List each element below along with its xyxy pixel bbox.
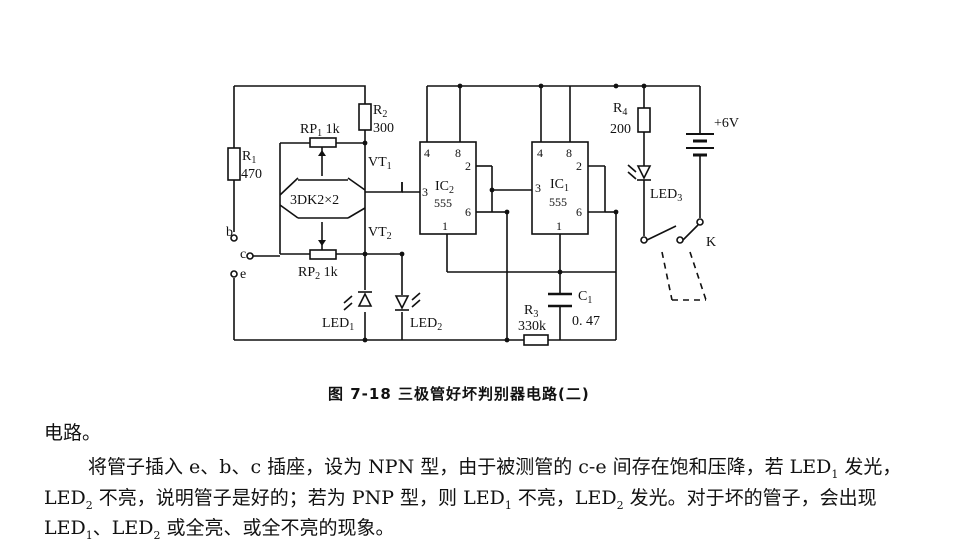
switch-k[interactable] <box>640 218 707 301</box>
label-ic1-type: 555 <box>549 195 567 209</box>
label-r2-value: 300 <box>373 121 394 136</box>
label-led1: LED1 <box>322 316 354 333</box>
label-c1-value: 0. 47 <box>572 314 600 329</box>
label-r2: R2 <box>373 103 387 120</box>
led2-symbol <box>394 292 421 311</box>
text-line-4: LED1、LED2 或全亮、或全不亮的现象。 <box>44 517 395 542</box>
label-r3-value: 330k <box>518 319 546 334</box>
label-c1: C1 <box>578 289 592 306</box>
label-transistor-pair: 3DK2×2 <box>290 193 339 208</box>
battery-symbol <box>686 133 714 157</box>
label-socket-c: c <box>240 247 246 262</box>
ic1-pin2: 2 <box>576 159 582 173</box>
label-led3: LED3 <box>650 187 682 204</box>
ic1-pin1: 1 <box>556 219 562 233</box>
ic1-box <box>531 141 589 235</box>
potentiometer-rp2 <box>309 249 337 260</box>
label-ic2: IC2 <box>435 179 454 196</box>
label-ic2-type: 555 <box>434 196 452 210</box>
socket-c[interactable] <box>246 252 254 260</box>
ic2-pin6: 6 <box>465 205 471 219</box>
label-r1-value: 470 <box>241 167 262 182</box>
label-switch-k: K <box>706 235 716 250</box>
led3-symbol <box>627 164 652 181</box>
label-rp2: RP2 1k <box>298 265 338 282</box>
ic1-pin4: 4 <box>537 146 543 160</box>
label-socket-e: e <box>240 267 246 282</box>
label-vt2: VT2 <box>368 225 392 242</box>
label-ic1: IC1 <box>550 177 569 194</box>
circuit-diagram: R1 470 R2 300 RP1 1k RP2 1k VT1 VT2 3DK2… <box>226 83 739 346</box>
ic2-pin8: 8 <box>455 146 461 160</box>
left-wiring <box>233 85 507 341</box>
label-r4-value: 200 <box>610 122 631 137</box>
ic1-pin6: 6 <box>576 205 582 219</box>
ic1-pin3: 3 <box>535 181 541 195</box>
ic2-pin4: 4 <box>424 146 430 160</box>
ic2-pin2: 2 <box>465 159 471 173</box>
figure-caption: 图 7-18 三极管好坏判别器电路(二) <box>328 385 590 403</box>
resistor-r2 <box>358 103 372 131</box>
label-rp1: RP1 1k <box>300 122 340 139</box>
ic2-pin1: 1 <box>442 219 448 233</box>
resistor-r4 <box>637 107 651 133</box>
resistor-r1 <box>227 147 241 181</box>
label-socket-b: b <box>226 225 233 240</box>
text-line-1: 电路。 <box>44 422 102 444</box>
label-vt1: VT1 <box>368 155 392 172</box>
label-led2: LED2 <box>410 316 442 333</box>
text-line-3: LED2 不亮，说明管子是好的；若为 PNP 型，则 LED1 不亮，LED2 … <box>44 487 877 512</box>
capacitor-c1 <box>548 292 572 308</box>
label-r1: R1 <box>242 149 256 166</box>
ic2-box <box>419 141 477 235</box>
socket-e[interactable] <box>230 270 238 278</box>
label-r3: R3 <box>524 303 538 320</box>
potentiometer-rp1 <box>309 137 337 148</box>
led1-symbol <box>343 291 373 311</box>
ic1-pin8: 8 <box>566 146 572 160</box>
resistor-r3 <box>523 334 549 346</box>
text-line-2: 将管子插入 e、b、c 插座，设为 NPN 型，由于被测管的 c-e 间存在饱和… <box>88 456 902 481</box>
label-supply: +6V <box>714 116 739 131</box>
label-r4: R4 <box>613 101 627 118</box>
ic2-pin3: 3 <box>422 185 428 199</box>
socket-b[interactable] <box>230 234 238 242</box>
